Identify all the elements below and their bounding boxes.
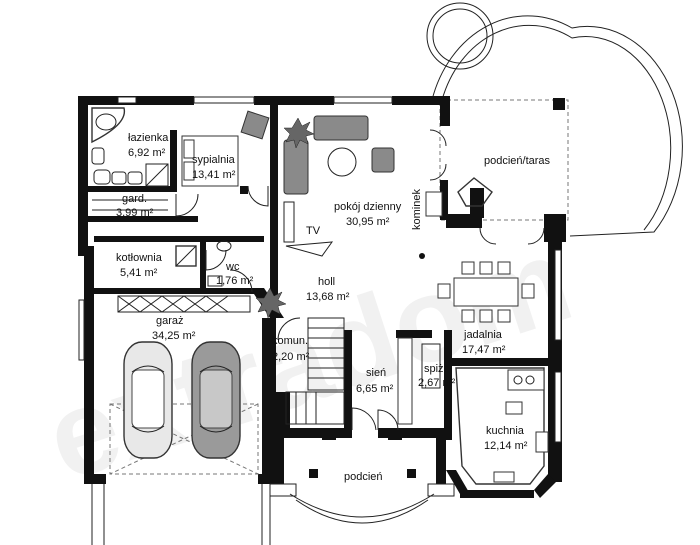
- wardrobe: [397, 337, 413, 425]
- kitchen-fixtures: [455, 367, 549, 485]
- plant-icon: [255, 287, 287, 319]
- car-left: [123, 341, 173, 459]
- fireplace-label: kominek: [411, 189, 423, 230]
- terrace-column: [553, 98, 565, 110]
- porch-arc-outer: [295, 499, 429, 524]
- room-area-holl: 13,68 m²: [306, 291, 350, 303]
- room-area-kotlownia: 5,41 m²: [120, 267, 158, 279]
- pantry-shelf: [421, 343, 441, 389]
- wc-fixtures: [207, 240, 232, 287]
- room-name-lazienka: łazienka: [128, 132, 169, 144]
- armchair: [240, 110, 270, 140]
- bed: [181, 135, 239, 187]
- living-furniture: [283, 115, 493, 257]
- room-area-kuchnia: 12,14 m²: [484, 440, 528, 452]
- terrace-outline: [439, 99, 569, 221]
- room-area-sypialnia: 13,41 m²: [192, 169, 236, 181]
- porch-arc: [289, 493, 435, 518]
- terrace-label: podcień/taras: [484, 155, 551, 167]
- room-name-sien: sień: [366, 367, 386, 379]
- room-name-holl: holl: [318, 276, 335, 288]
- windows: [78, 96, 562, 443]
- room-name-sypialnia: sypialnia: [192, 154, 236, 166]
- room-area-spiz: 2,67 m²: [418, 377, 456, 389]
- column-dot: [419, 253, 425, 259]
- room-area-wc: 1,76 m²: [216, 275, 254, 287]
- room-name-spiz: spiż.: [424, 363, 447, 375]
- room-area-garaz: 34,25 m²: [152, 330, 196, 342]
- room-area-gard: 3,99 m²: [116, 207, 154, 219]
- room-labels: łazienka 6,92 m² sypialnia 13,41 m² gard…: [116, 132, 551, 483]
- room-area-pokoj: 30,95 m²: [346, 216, 390, 228]
- dining-set: [437, 261, 535, 323]
- room-name-jadalnia: jadalnia: [463, 329, 503, 341]
- room-area-jadalnia: 17,47 m²: [462, 344, 506, 356]
- room-area-sien: 6,65 m²: [356, 383, 394, 395]
- car-right: [191, 341, 241, 459]
- garage-storage: [117, 295, 251, 313]
- gard-shelf: [92, 199, 168, 211]
- room-name-wc: wc: [225, 261, 240, 273]
- porch-label: podcień: [344, 471, 383, 483]
- plant-icon: [283, 117, 315, 149]
- room-area-komun: 2,20 m²: [272, 351, 310, 363]
- garage-door-swing: [109, 403, 259, 475]
- room-area-lazienka: 6,92 m²: [128, 147, 166, 159]
- room-name-pokoj: pokój dzienny: [334, 201, 402, 213]
- boiler: [175, 245, 197, 267]
- stairs: [285, 317, 345, 425]
- pillars: [269, 428, 455, 497]
- terrace-arc: [426, 2, 683, 237]
- room-name-gard: gard.: [122, 193, 147, 205]
- room-name-komun: komun.: [272, 335, 308, 347]
- tv-label: TV: [306, 225, 321, 237]
- bathroom-fixtures: [91, 107, 169, 187]
- room-name-kotlownia: kotłownia: [116, 252, 163, 264]
- doors: [175, 129, 545, 431]
- room-name-garaz: garaż: [156, 315, 184, 327]
- room-name-kuchnia: kuchnia: [486, 425, 525, 437]
